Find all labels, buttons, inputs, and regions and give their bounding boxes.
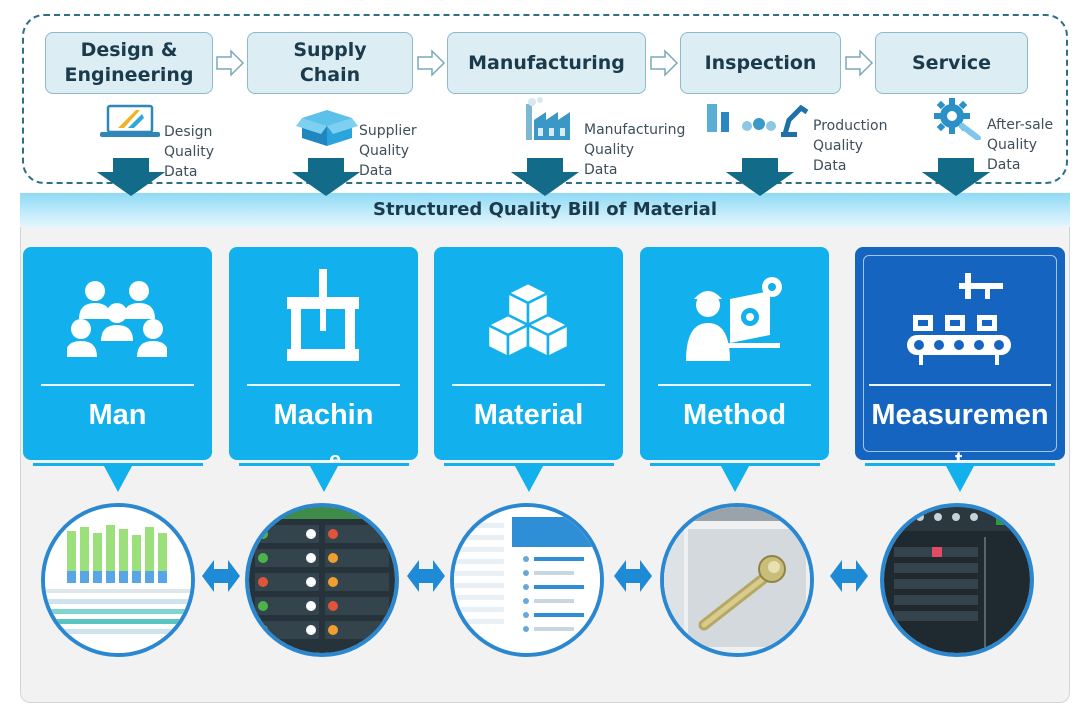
down-arrow-icon xyxy=(726,172,794,196)
card-method: Method xyxy=(640,247,829,460)
source-label-production: Production Quality Data xyxy=(813,118,888,174)
double-arrow-icon xyxy=(614,560,652,592)
bar-chart-thumbnail xyxy=(45,507,191,653)
screenshot-circle-man xyxy=(41,503,195,657)
double-arrow-icon xyxy=(407,560,445,592)
card-underline xyxy=(239,463,409,466)
engineer-icon xyxy=(686,277,782,361)
pointer-triangle-icon xyxy=(946,466,974,492)
screenshot-circle-machine xyxy=(245,503,399,657)
pointer-triangle-icon xyxy=(310,466,338,492)
pointer-triangle-icon xyxy=(104,466,132,492)
screenshot-circle-method xyxy=(660,503,814,657)
card-label-material: Material xyxy=(473,399,584,431)
material-tree-thumbnail xyxy=(454,507,600,653)
down-arrow-icon xyxy=(292,172,360,196)
conveyor-caliper-icon xyxy=(907,273,1011,365)
cad-model-thumbnail xyxy=(664,507,810,653)
double-arrow-icon xyxy=(202,560,240,592)
flow-arrow-icon xyxy=(417,49,446,77)
flow-arrow-icon xyxy=(650,49,679,77)
pointer-triangle-icon xyxy=(721,466,749,492)
factory-icon xyxy=(526,97,570,140)
bom-title: Structured Quality Bill of Material xyxy=(373,199,717,220)
source-label-design: Design Quality Data xyxy=(164,124,215,180)
step-manufacturing: Manufacturing xyxy=(447,32,646,94)
card-underline xyxy=(33,463,203,466)
card-separator xyxy=(869,384,1051,386)
machine-dashboard-thumbnail xyxy=(249,507,395,653)
source-label-manufacturing: Manufacturing Quality Data xyxy=(584,122,686,178)
card-machine: Machin xyxy=(229,247,418,460)
card-underline xyxy=(650,463,820,466)
screenshot-circle-material xyxy=(450,503,604,657)
down-arrow-icon xyxy=(511,172,579,196)
step-service: Service xyxy=(875,32,1028,94)
card-separator xyxy=(247,384,400,386)
card-label-method: Method xyxy=(682,399,787,431)
flow-arrow-icon xyxy=(216,49,245,77)
source-label-after-sale: After-sale Quality Data xyxy=(987,117,1054,173)
bom-banner xyxy=(20,193,1070,227)
gear-wrench-icon xyxy=(934,98,981,140)
card-measurement: Measuremen xyxy=(855,247,1065,460)
box-icon xyxy=(296,110,358,146)
card-separator xyxy=(41,384,194,386)
card-label-measurement: Measuremen xyxy=(871,399,1049,431)
card-label-machine: Machin xyxy=(273,399,374,431)
robot-arm-icon xyxy=(707,104,809,137)
down-arrow-icon xyxy=(922,172,990,196)
screenshot-circle-measurement xyxy=(880,503,1034,657)
pointer-triangle-icon xyxy=(515,466,543,492)
step-design-engineering: Design & Engineering xyxy=(45,32,213,94)
card-highlight-border xyxy=(863,255,1057,452)
laptop-icon xyxy=(100,104,160,137)
people-icon xyxy=(67,281,167,357)
step-supply-chain: Supply Chain xyxy=(247,32,413,94)
down-arrow-icon xyxy=(97,172,165,196)
card-underline xyxy=(865,463,1055,466)
press-machine-icon xyxy=(287,269,359,361)
step-inspection: Inspection xyxy=(680,32,841,94)
card-separator xyxy=(658,384,811,386)
card-man: Man xyxy=(23,247,212,460)
card-separator xyxy=(452,384,605,386)
measurement-grid-thumbnail xyxy=(884,507,1030,653)
cubes-icon xyxy=(485,281,571,360)
card-label-man: Man xyxy=(88,399,147,431)
card-label-measurement-overflow: t xyxy=(955,447,963,472)
source-label-supplier: Supplier Quality Data xyxy=(359,123,417,179)
card-material: Material xyxy=(434,247,623,460)
card-underline xyxy=(444,463,614,466)
double-arrow-icon xyxy=(830,560,868,592)
flow-arrow-icon xyxy=(845,49,874,77)
